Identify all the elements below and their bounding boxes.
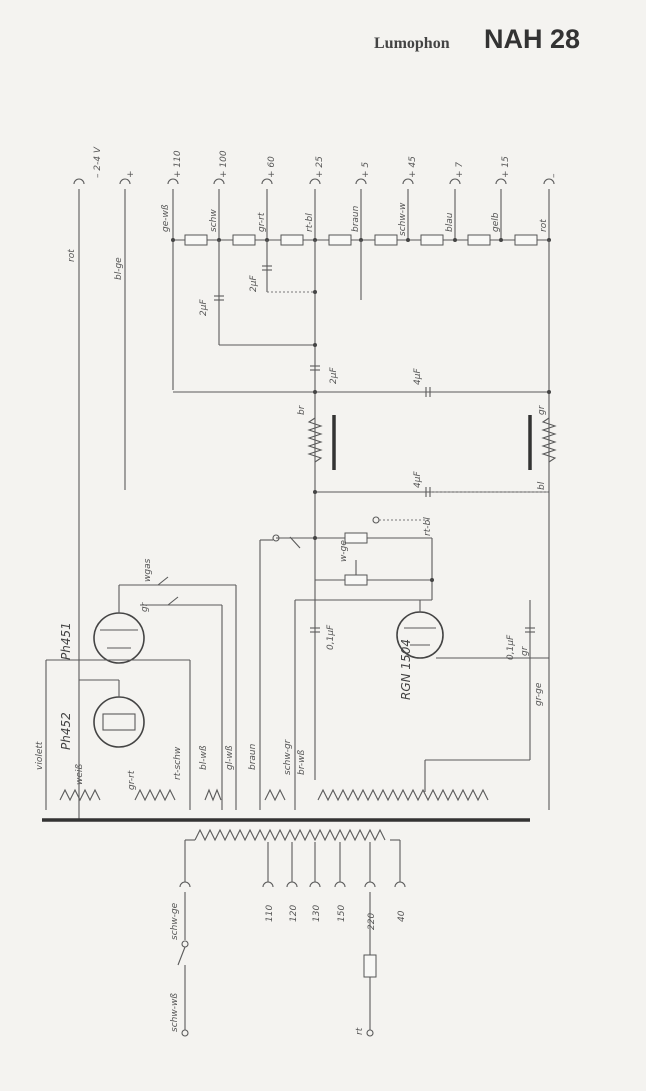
terminal-45	[402, 178, 414, 240]
terminal-label: + 7	[455, 162, 465, 178]
tube-ph452	[79, 679, 145, 748]
wire-color-label: ge-wß	[161, 204, 171, 232]
cap-labels: 2µF 2µF 2µF 4µF 4µF 0,1µF 0,1µF	[199, 275, 516, 660]
terminal-labels: – 2-4 V + + 110 + 100 + 60 + 25 + 5 + 45…	[93, 146, 559, 178]
switch-label: rt-bl	[423, 517, 433, 536]
tube-label: RGN 1504	[399, 639, 413, 700]
terminal-15	[495, 178, 507, 240]
terminal-label: –	[549, 173, 559, 178]
supply-terminals	[73, 178, 555, 820]
terminal-label: +	[126, 170, 136, 178]
cap-label: 2µF	[249, 275, 259, 292]
terminal-label: + 45	[408, 156, 418, 178]
terminal-label: + 100	[219, 150, 229, 178]
terminal-label: + 15	[501, 156, 511, 178]
mains-input	[177, 892, 377, 1037]
tap-label: 40	[397, 910, 407, 922]
tube-rgn1504	[396, 600, 549, 760]
switch-label: gr	[140, 601, 150, 612]
regulator-network	[259, 516, 434, 810]
wire-color-label: schw-gr	[283, 738, 293, 775]
wire-color-label: rot	[67, 249, 77, 262]
tube-label: Ph452	[59, 712, 73, 750]
wire-color-label: gr-ge	[534, 682, 544, 706]
tube-ph451	[93, 576, 236, 664]
cap-label: 2µF	[329, 367, 339, 384]
cap-label: 4µF	[413, 368, 423, 385]
voltage-divider	[171, 234, 551, 246]
terminal-label: + 110	[173, 150, 183, 178]
terminal-label: + 60	[267, 156, 277, 178]
terminal-60	[261, 178, 273, 240]
choke-label: gr	[537, 404, 547, 415]
wire-color-label: bl-ge	[114, 257, 124, 280]
wire-color-label: rot	[539, 219, 549, 232]
tap-label: 130	[312, 905, 322, 922]
terminal-100	[213, 178, 225, 240]
terminal-left-plus	[119, 178, 131, 490]
tap-label: 110	[265, 905, 275, 922]
cap-label: 0,1µF	[326, 624, 336, 650]
wire-color-label: gl-wß	[225, 745, 235, 770]
wire-color-label: gr-rt	[257, 212, 267, 232]
model-title: NAH 28	[484, 24, 580, 54]
terminal-label: + 5	[361, 162, 371, 178]
wire-color-label: rt-bl	[305, 213, 315, 232]
divider-labels: ge-wß schw gr-rt rt-bl braun schw-w blau…	[161, 202, 549, 236]
switch-label: w-ge	[339, 540, 349, 562]
tap-label: 120	[289, 905, 299, 922]
wire-color-label: schw-wß	[170, 993, 180, 1032]
terminal-minus	[543, 178, 555, 240]
wire-color-label: schw-w	[398, 202, 408, 236]
wire-color-label: br-wß	[297, 749, 307, 775]
cap-label: 4µF	[413, 471, 423, 488]
choke-label: bl	[537, 481, 547, 490]
wire-color-label: violett	[35, 741, 45, 770]
wire-color-label: gelb	[491, 212, 501, 232]
wire-color-label: blau	[445, 212, 455, 232]
switch-label: wgas	[143, 558, 153, 582]
primary-winding	[179, 828, 406, 888]
brand-title: Lumophon	[374, 35, 450, 52]
mains-tap-labels: 110 120 130 150 220 40	[265, 905, 407, 930]
terminal-110	[167, 178, 179, 390]
tap-label: 220	[367, 913, 377, 930]
wire-color-label: rt	[355, 1027, 365, 1035]
wire-color-label: weiß	[75, 764, 85, 785]
wire-color-label: gr-rt	[127, 770, 137, 790]
wire-color-label: gr	[520, 645, 530, 656]
wire-color-label: braun	[351, 205, 361, 232]
choke-label: br	[297, 404, 307, 415]
chokes	[307, 415, 557, 497]
filter-capacitors	[173, 240, 551, 810]
terminal-25	[309, 178, 321, 240]
terminal-7	[449, 178, 461, 240]
wire-color-label: schw-ge	[170, 902, 180, 940]
terminal-label: – 2-4 V	[93, 146, 103, 178]
secondary-labels: violett weiß gr-rt rt-schw bl-wß gl-wß b…	[35, 738, 307, 790]
terminal-5	[355, 178, 367, 240]
cap-label: 0,1µF	[506, 634, 516, 660]
tap-label: 150	[337, 905, 347, 922]
wire-color-label: schw	[209, 209, 219, 232]
terminal-label: + 25	[315, 156, 325, 178]
tube-caps	[310, 627, 535, 633]
wire-color-label: braun	[248, 743, 258, 770]
cap-label: 2µF	[199, 299, 209, 316]
secondary-windings	[45, 585, 530, 810]
terminal-left-minus	[73, 178, 85, 820]
wire-color-label: rt-schw	[173, 746, 183, 780]
wire-color-label: bl-wß	[199, 745, 209, 770]
tube-label: Ph451	[59, 622, 73, 660]
